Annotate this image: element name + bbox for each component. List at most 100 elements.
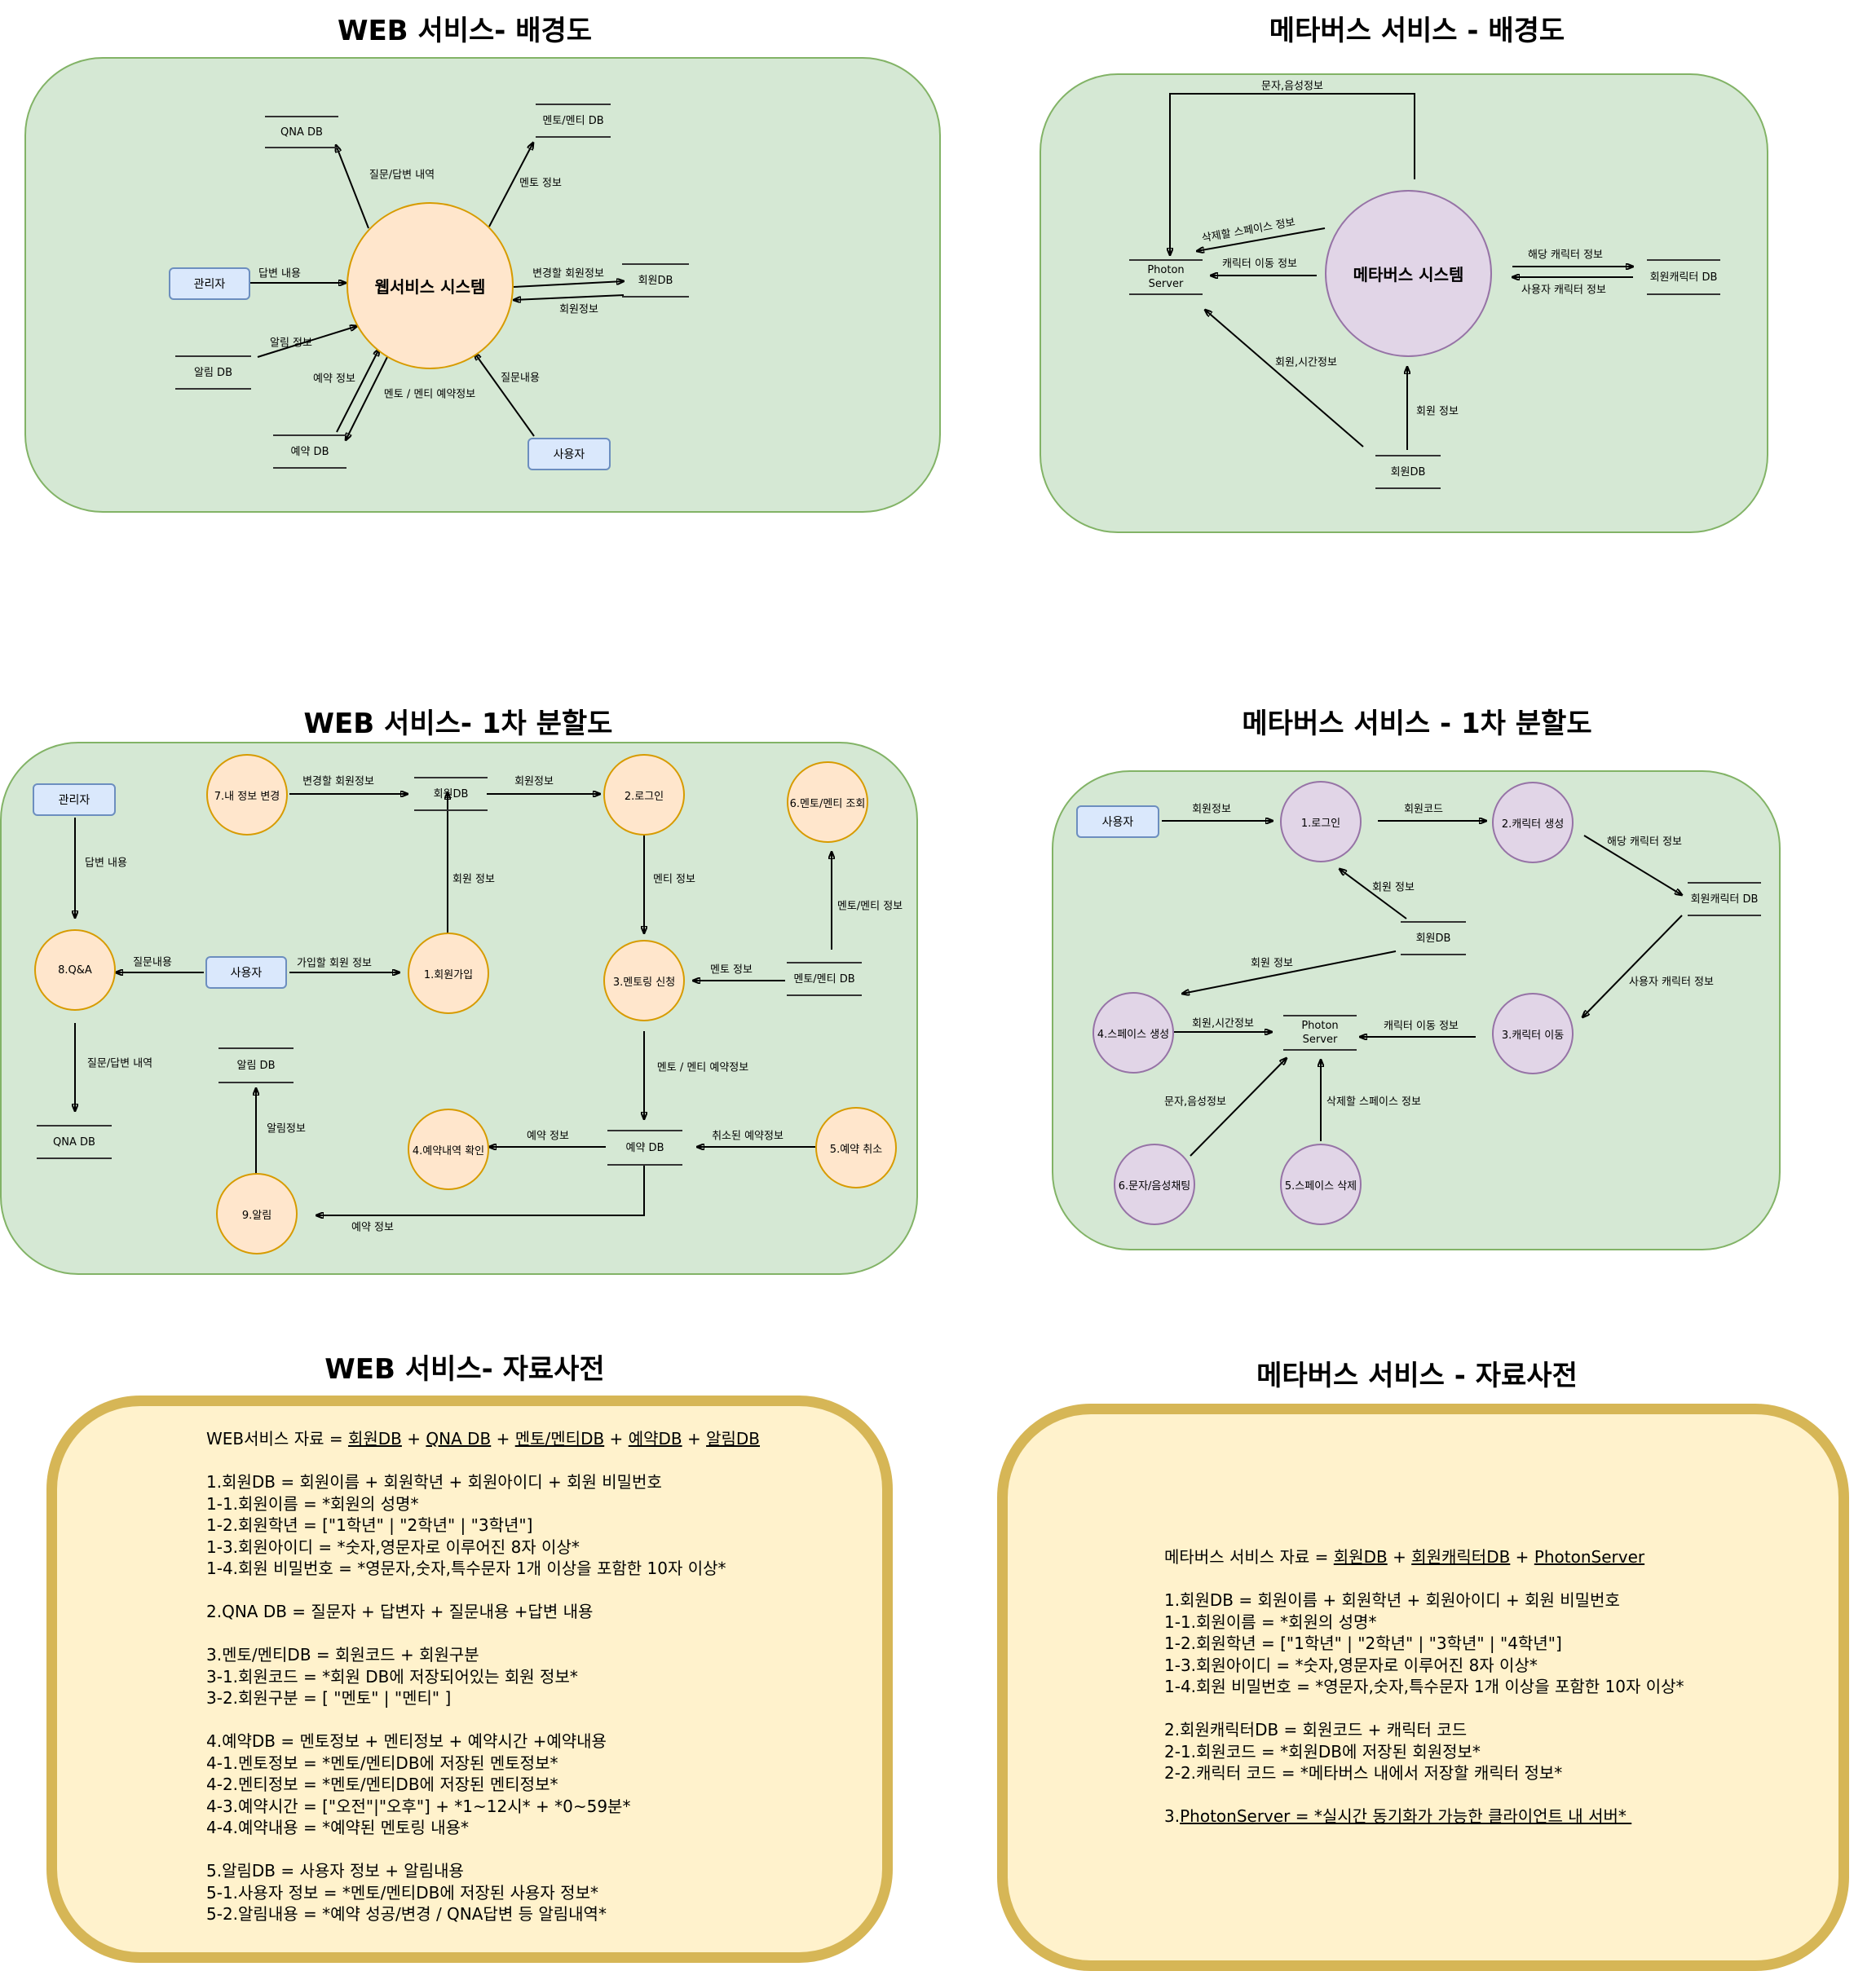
flow-label: 알림정보: [267, 1122, 306, 1135]
member-db-store[interactable]: 회원DB: [1375, 455, 1441, 489]
dictionary-line: 3.멘토/멘티DB = 회원코드 + 회원구분: [206, 1644, 760, 1666]
title-meta-level1: 메타버스 서비스 - 1차 분할도: [1242, 708, 1592, 740]
dictionary-segment: 메타버스 서비스 자료 =: [1164, 1547, 1334, 1567]
flow-label: 캐릭터 이동 정보: [1222, 258, 1297, 271]
dictionary-line: 1-1.회원이름 = *회원의 성명*: [206, 1493, 760, 1515]
admin-entity[interactable]: 관리자: [169, 267, 250, 300]
dictionary-segment: +: [682, 1429, 707, 1448]
dictionary-line: 3-1.회원코드 = *회원 DB에 저장되어있는 회원 정보*: [206, 1666, 760, 1688]
dictionary-segment: 3.멘토/멘티DB = 회원코드 + 회원구분: [206, 1645, 479, 1665]
flow-label: 회원정보: [514, 775, 554, 788]
process-6-mento-search[interactable]: 6.멘토/멘티 조회: [787, 761, 868, 843]
dictionary-line: 4-4.예약내용 = *예약된 멘토링 내용*: [206, 1817, 760, 1839]
photon-server-store[interactable]: Photon Server: [1129, 259, 1203, 295]
alarm-db-store[interactable]: 알림 DB: [218, 1047, 294, 1083]
dictionary-line: [206, 1580, 760, 1602]
user-entity[interactable]: 사용자: [205, 956, 287, 989]
qna-db-store[interactable]: QNA DB: [265, 116, 338, 148]
dictionary-line: 3-2.회원구분 = [ "멘토" | "멘티" ]: [206, 1687, 760, 1709]
flow-label: 사용자 캐릭터 정보: [1521, 284, 1606, 297]
process-9-alarm[interactable]: 9.알림: [216, 1173, 298, 1254]
mento-db-store[interactable]: 멘토/멘티 DB: [787, 962, 862, 996]
member-db-store[interactable]: 회원DB: [1401, 921, 1466, 955]
dictionary-segment: +: [491, 1429, 515, 1448]
dictionary-segment: 2.회원캐릭터DB = 회원코드 + 캐릭터 코드: [1164, 1720, 1468, 1740]
process-2-login[interactable]: 2.로그인: [603, 754, 685, 836]
process-3-mentoring-request[interactable]: 3.멘토링 신청: [603, 940, 685, 1021]
dictionary-segment: 회원DB: [1333, 1547, 1388, 1567]
dictionary-line: 2.QNA DB = 질문자 + 답변자 + 질문내용 +답변 내용: [206, 1601, 760, 1623]
process-7-change-info[interactable]: 7.내 정보 변경: [206, 754, 288, 836]
dictionary-line: [1164, 1568, 1684, 1590]
dictionary-line: [1164, 1698, 1684, 1720]
character-db-store[interactable]: 회원캐릭터 DB: [1647, 259, 1720, 295]
dictionary-line: 5-1.사용자 정보 = *멘토/멘티DB에 저장된 사용자 정보*: [206, 1882, 760, 1904]
dictionary-line: 5.알림DB = 사용자 정보 + 알림내용: [206, 1860, 760, 1882]
dictionary-segment: 회원캐릭터DB: [1411, 1547, 1511, 1567]
flow-label: 회원 정보: [1251, 957, 1293, 970]
photon-server-store[interactable]: Photon Server: [1283, 1015, 1357, 1051]
reserve-db-store[interactable]: 예약 DB: [607, 1130, 682, 1166]
process-2-character-create[interactable]: 2.캐릭터 생성: [1492, 782, 1574, 863]
process-1-login[interactable]: 1.로그인: [1280, 781, 1362, 862]
dictionary-segment: 알림DB: [706, 1429, 761, 1448]
admin-entity[interactable]: 관리자: [33, 783, 116, 816]
reserve-db-store[interactable]: 예약 DB: [273, 434, 347, 469]
process-8-qna[interactable]: 8.Q&A: [34, 929, 116, 1011]
member-db-store[interactable]: 회원DB: [414, 777, 488, 811]
dictionary-segment: WEB서비스 자료 =: [206, 1429, 348, 1448]
user-entity[interactable]: 사용자: [1076, 805, 1159, 838]
dictionary-segment: 예약DB: [628, 1429, 682, 1448]
title-web-dict: WEB 서비스- 자료사전: [324, 1353, 605, 1386]
dictionary-line: [1164, 1784, 1684, 1806]
process-1-signup[interactable]: 1.회원가입: [408, 933, 489, 1014]
qna-db-store[interactable]: QNA DB: [37, 1125, 112, 1159]
dictionary-segment: 멘토/멘티DB: [514, 1429, 605, 1448]
flow-label: 삭제할 스페이스 정보: [1326, 1096, 1421, 1109]
flow-label: 취소된 예약정보: [712, 1130, 784, 1143]
character-db-store[interactable]: 회원캐릭터 DB: [1688, 882, 1761, 916]
process-6-chat[interactable]: 6.문자/음성채팅: [1114, 1144, 1195, 1225]
dictionary-line: 1-2.회원학년 = ["1학년" | "2학년" | "3학년"]: [206, 1515, 760, 1537]
flow-label: 회원,시간정보: [1275, 356, 1337, 369]
dictionary-segment: 5.알림DB = 사용자 정보 + 알림내용: [206, 1861, 464, 1881]
dictionary-segment: 5-1.사용자 정보 = *멘토/멘티DB에 저장된 사용자 정보*: [206, 1882, 598, 1903]
mento-db-store[interactable]: 멘토/멘티 DB: [536, 104, 611, 138]
flow-label: 멘토/멘티 정보: [836, 900, 903, 913]
web-system-process[interactable]: 웹서비스 시스템: [347, 202, 514, 369]
title-web-level1: WEB 서비스- 1차 분할도: [303, 708, 613, 740]
process-4-reservation-check[interactable]: 4.예약내역 확인: [408, 1109, 489, 1190]
dictionary-segment: 3-1.회원코드 = *회원 DB에 저장되어있는 회원 정보*: [206, 1666, 578, 1687]
process-5-reservation-cancel[interactable]: 5.예약 취소: [815, 1107, 897, 1188]
dictionary-segment: 1-4.회원 비밀번호 = *영문자,숫자,특수문자 1개 이상을 포함한 10…: [1164, 1677, 1684, 1696]
dictionary-line: 2-2.캐릭터 코드 = *메타버스 내에서 저장할 캐릭터 정보*: [1164, 1762, 1684, 1784]
dictionary-line: 2.회원캐릭터DB = 회원코드 + 캐릭터 코드: [1164, 1719, 1684, 1741]
dictionary-segment: 4-3.예약시간 = ["오전"|"오후"] + *1~12시* + *0~59…: [206, 1796, 631, 1816]
dictionary-segment: 1-3.회원아이디 = *숫자,영문자로 이루어진 8자 이상*: [206, 1537, 580, 1557]
member-db-store[interactable]: 회원DB: [622, 263, 689, 298]
meta-dictionary-box: [997, 1404, 1849, 1971]
dictionary-line: 1-4.회원 비밀번호 = *영문자,숫자,특수문자 1개 이상을 포함한 10…: [1164, 1676, 1684, 1698]
dictionary-segment: 1-1.회원이름 = *회원의 성명*: [206, 1493, 419, 1514]
title-meta-context: 메타버스 서비스 - 배경도: [1269, 15, 1565, 47]
process-4-space-create[interactable]: 4.스페이스 생성: [1092, 992, 1174, 1074]
dictionary-segment: 2-1.회원코드 = *회원DB에 저장된 회원정보*: [1164, 1741, 1481, 1762]
flow-label: 회원정보: [559, 303, 598, 316]
web-dictionary-text: WEB서비스 자료 = 회원DB + QNA DB + 멘토/멘티DB + 예약…: [206, 1428, 760, 1925]
flow-label: 해당 캐릭터 정보: [1607, 836, 1682, 849]
dictionary-segment: 1.회원DB = 회원이름 + 회원학년 + 회원아이디 + 회원 비밀번호: [206, 1472, 662, 1492]
process-3-character-move[interactable]: 3.캐릭터 이동: [1492, 993, 1574, 1074]
flow-label: 가입할 회원 정보: [297, 957, 372, 970]
flow-label: 캐릭터 이동 정보: [1384, 1020, 1459, 1033]
dictionary-segment: 4.예약DB = 멘토정보 + 멘티정보 + 예약시간 +예약내용: [206, 1731, 607, 1751]
metaverse-system-process[interactable]: 메타버스 시스템: [1325, 190, 1492, 357]
dictionary-segment: +: [604, 1429, 629, 1448]
dictionary-line: 2-1.회원코드 = *회원DB에 저장된 회원정보*: [1164, 1741, 1684, 1763]
process-5-space-delete[interactable]: 5.스페이스 삭제: [1280, 1144, 1362, 1225]
dictionary-line: [206, 1839, 760, 1861]
user-entity[interactable]: 사용자: [527, 438, 611, 470]
dictionary-line: 3.PhotonServer = *실시간 동기화가 가능한 클라이언트 내 서…: [1164, 1806, 1684, 1828]
dictionary-segment: 4-4.예약내용 = *예약된 멘토링 내용*: [206, 1818, 470, 1837]
dictionary-line: 1.회원DB = 회원이름 + 회원학년 + 회원아이디 + 회원 비밀번호: [206, 1471, 760, 1493]
alarm-db-store[interactable]: 알림 DB: [175, 355, 251, 390]
